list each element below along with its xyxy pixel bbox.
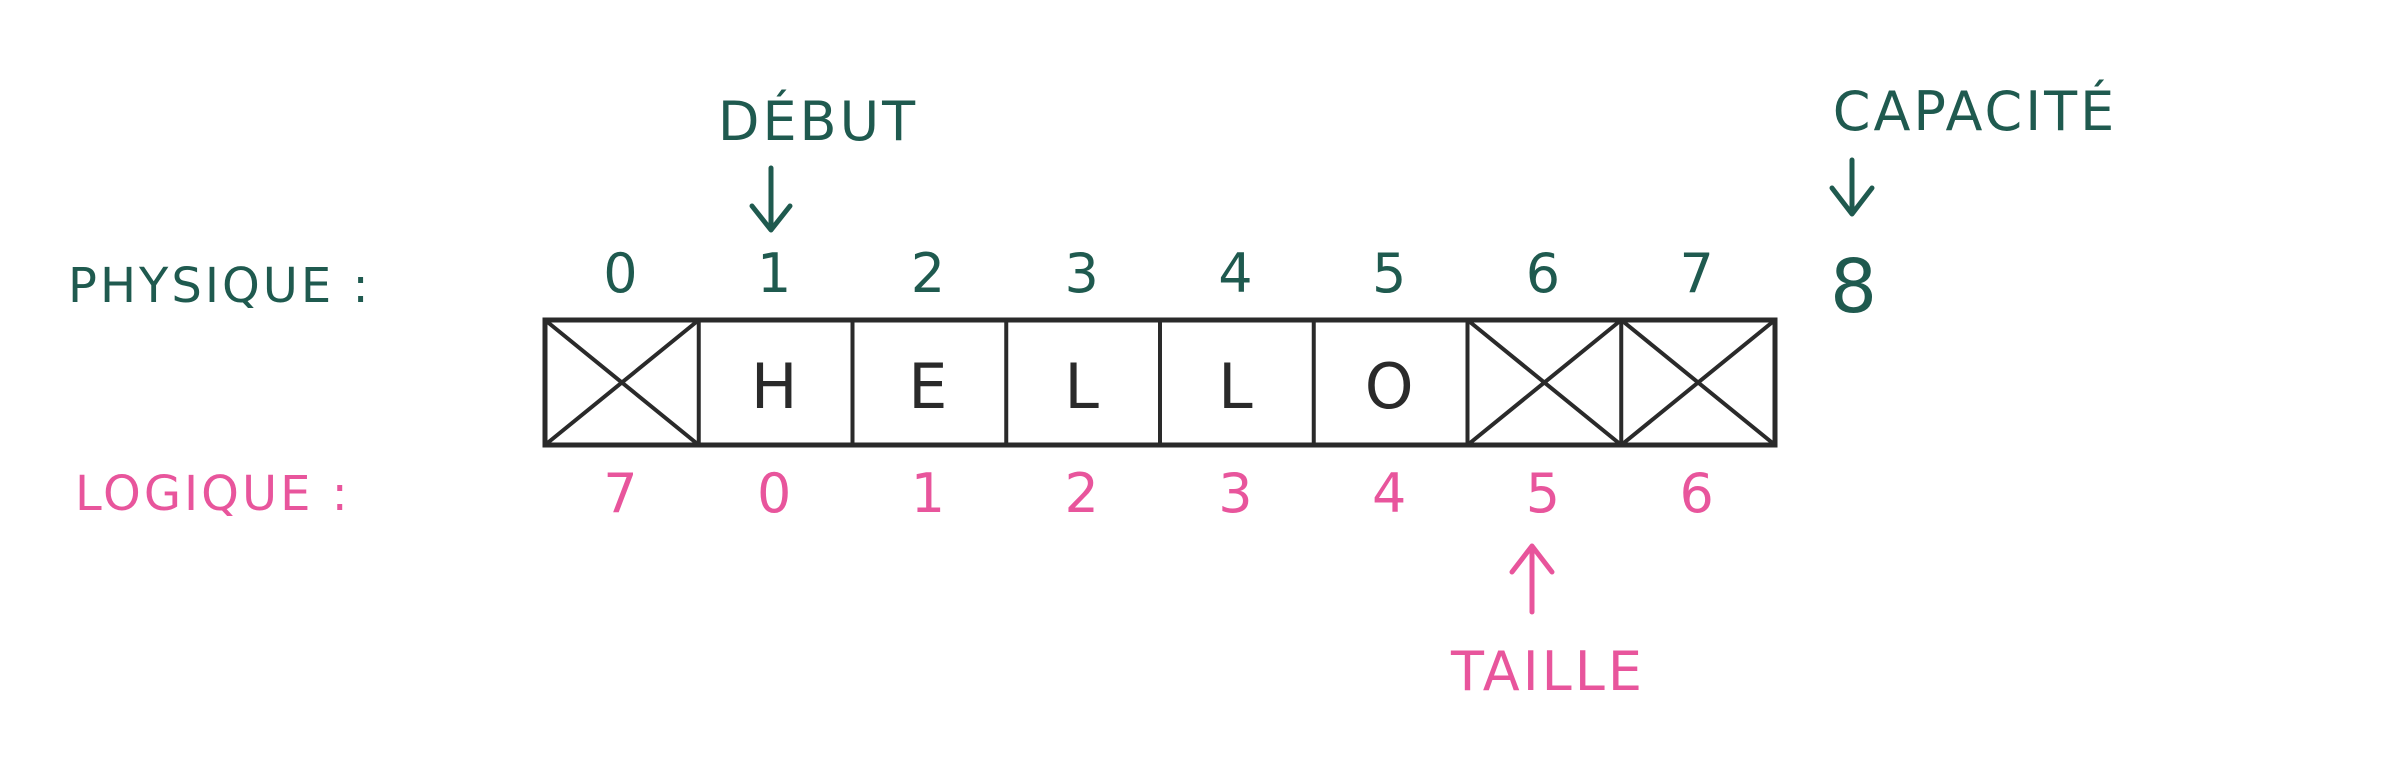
logical-index: 2 xyxy=(1064,462,1101,525)
cell-value: L xyxy=(1064,350,1102,423)
array-cell: L xyxy=(1158,320,1256,445)
logical-index: 1 xyxy=(911,462,948,525)
capacity-index: 8 xyxy=(1830,244,1880,330)
capacity-label: CAPACITÉ xyxy=(1833,80,2117,143)
logical-row-label: LOGIQUE : xyxy=(75,466,351,522)
array-cell xyxy=(1619,318,1777,447)
logical-index: 5 xyxy=(1526,462,1563,525)
array-cell xyxy=(1465,318,1623,447)
cell-value: H xyxy=(751,350,801,423)
cell-value: E xyxy=(908,350,950,423)
physical-index: 0 xyxy=(603,242,640,305)
physical-index: 7 xyxy=(1679,242,1716,305)
physical-index: 2 xyxy=(911,242,948,305)
array-cell: H xyxy=(696,320,801,445)
capacity-arrow-icon xyxy=(1829,157,1875,217)
start-label: DÉBUT xyxy=(718,90,918,153)
physical-index: 4 xyxy=(1218,242,1255,305)
logical-index: 7 xyxy=(603,462,640,525)
logical-index: 3 xyxy=(1218,462,1255,525)
logical-indices: 7 0 1 2 3 4 5 6 xyxy=(603,462,1716,525)
array-cell xyxy=(543,318,701,447)
array-cell: O xyxy=(1311,320,1417,445)
physical-indices: 0 1 2 3 4 5 6 7 xyxy=(603,242,1716,305)
logical-index: 6 xyxy=(1679,462,1716,525)
empty-slot-cross-icon xyxy=(1619,318,1777,447)
physical-row-label: PHYSIQUE : xyxy=(68,258,372,314)
physical-index: 5 xyxy=(1372,242,1409,305)
empty-slot-cross-icon xyxy=(1466,318,1623,447)
physical-index: 3 xyxy=(1064,242,1101,305)
logical-index: 0 xyxy=(757,462,794,525)
size-label: TAILLE xyxy=(1450,640,1645,703)
logical-index: 4 xyxy=(1372,462,1409,525)
physical-index: 6 xyxy=(1526,242,1563,305)
size-arrow-icon xyxy=(1509,543,1555,615)
cell-value: O xyxy=(1365,350,1417,423)
cell-value: L xyxy=(1218,350,1256,423)
empty-slot-cross-icon xyxy=(543,318,701,447)
array-cell: E xyxy=(850,320,950,445)
start-arrow-icon xyxy=(749,165,793,233)
array-cell: L xyxy=(1004,320,1102,445)
physical-index: 1 xyxy=(757,242,794,305)
